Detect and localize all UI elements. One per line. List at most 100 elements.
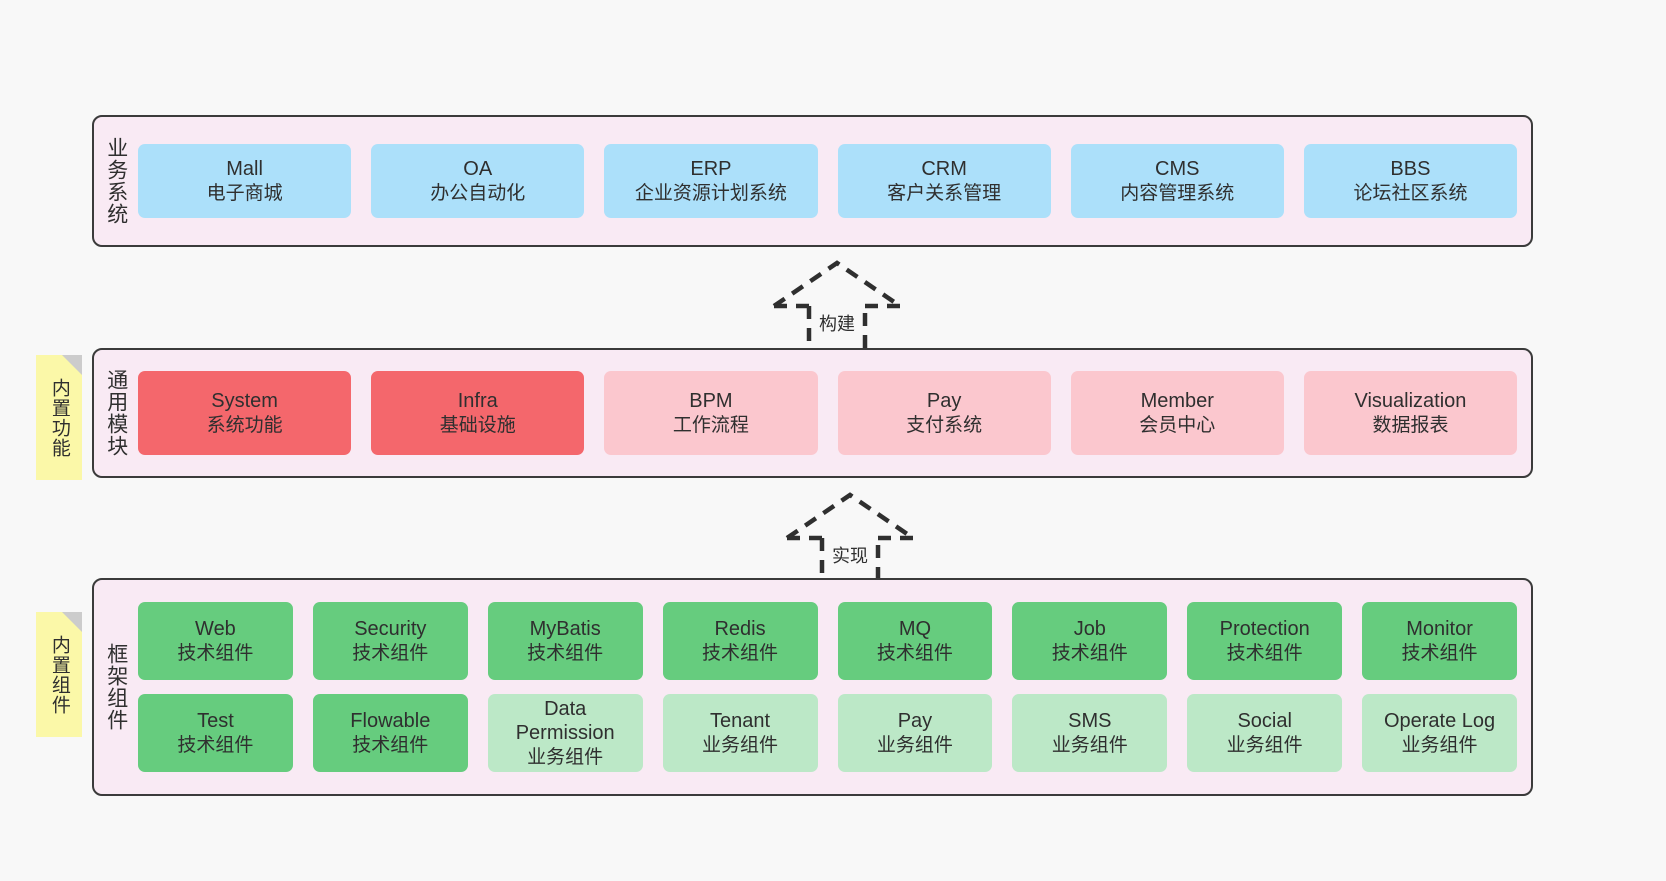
card-redis[interactable]: Redis 技术组件 [662, 602, 818, 680]
card-protection-desc: 技术组件 [1226, 642, 1303, 664]
card-mall[interactable]: Mall 电子商城 [138, 144, 352, 218]
card-visualization-desc: 数据报表 [1372, 414, 1449, 436]
card-job-desc: 技术组件 [1051, 642, 1128, 664]
card-mybatis[interactable]: MyBatis 技术组件 [487, 602, 643, 680]
card-redis-desc: 技术组件 [702, 642, 779, 664]
card-infra-desc: 基础设施 [439, 414, 516, 436]
module-card-row: System 系统功能 Infra 基础设施 BPM 工作流程 Pay 支付系统… [138, 371, 1518, 455]
connector-build: 构建 [762, 258, 912, 358]
card-cms[interactable]: CMS 内容管理系统 [1070, 144, 1284, 218]
card-member-desc: 会员中心 [1139, 414, 1216, 436]
framework-card-row-2: Test 技术组件 Flowable 技术组件 Data Permission … [138, 694, 1517, 772]
card-oa-desc: 办公自动化 [430, 182, 526, 204]
card-sms-name: SMS [1068, 710, 1112, 733]
card-web-desc: 技术组件 [177, 642, 254, 664]
card-member[interactable]: Member 会员中心 [1070, 371, 1284, 455]
card-system-desc: 系统功能 [206, 414, 283, 436]
card-mall-name: Mall [226, 158, 263, 181]
card-social-desc: 业务组件 [1226, 734, 1303, 756]
card-bpm-name: BPM [689, 390, 733, 413]
card-data-permission-desc: 业务组件 [527, 746, 604, 768]
card-tenant-desc: 业务组件 [702, 734, 779, 756]
card-sms-desc: 业务组件 [1051, 734, 1128, 756]
card-monitor-desc: 技术组件 [1401, 642, 1478, 664]
card-security-name: Security [354, 618, 427, 641]
card-crm[interactable]: CRM 客户关系管理 [837, 144, 1051, 218]
card-tenant-name: Tenant [710, 710, 771, 733]
card-visualization[interactable]: Visualization 数据报表 [1303, 371, 1518, 455]
card-monitor-name: Monitor [1406, 618, 1473, 641]
card-pay-component[interactable]: Pay 业务组件 [837, 694, 993, 772]
card-system-name: System [211, 390, 278, 413]
card-bbs-name: BBS [1390, 158, 1431, 181]
card-test[interactable]: Test 技术组件 [138, 694, 293, 772]
connector-build-label: 构建 [819, 314, 855, 334]
card-bpm[interactable]: BPM 工作流程 [604, 371, 818, 455]
card-operate-log-desc: 业务组件 [1401, 734, 1478, 756]
card-security-desc: 技术组件 [352, 642, 429, 664]
card-operate-log-name: Operate Log [1383, 710, 1496, 733]
sticky-note-builtin-component-label: 内置组件 [48, 634, 70, 715]
card-flowable[interactable]: Flowable 技术组件 [312, 694, 468, 772]
card-oa-name: OA [463, 158, 493, 181]
sticky-note-builtin-function-label: 内置功能 [48, 377, 70, 458]
card-job[interactable]: Job 技术组件 [1012, 602, 1168, 680]
card-pay-module[interactable]: Pay 支付系统 [837, 371, 1051, 455]
card-mq-desc: 技术组件 [876, 642, 953, 664]
card-pay-module-name: Pay [926, 390, 962, 413]
layer-common-module-body: System 系统功能 Infra 基础设施 BPM 工作流程 Pay 支付系统… [138, 350, 1531, 476]
card-web[interactable]: Web 技术组件 [138, 602, 293, 680]
connector-implement-label: 实现 [832, 546, 868, 566]
card-pay-component-name: Pay [897, 710, 933, 733]
card-social-name: Social [1237, 710, 1292, 733]
layer-common-module: 通用模块 System 系统功能 Infra 基础设施 BPM 工作流程 Pay [92, 348, 1533, 478]
connector-implement-glyph [785, 492, 915, 589]
card-erp-desc: 企业资源计划系统 [634, 182, 787, 204]
card-test-desc: 技术组件 [177, 734, 254, 756]
card-bpm-desc: 工作流程 [672, 414, 749, 436]
connector-implement: 实现 [775, 490, 925, 590]
card-oa[interactable]: OA 办公自动化 [371, 144, 585, 218]
layer-framework-component: 框架组件 Web 技术组件 Security 技术组件 MyBatis 技术组件… [92, 578, 1533, 796]
card-protection-name: Protection [1219, 618, 1310, 641]
card-crm-desc: 客户关系管理 [887, 182, 1002, 204]
card-test-name: Test [197, 710, 234, 733]
card-infra[interactable]: Infra 基础设施 [371, 371, 585, 455]
card-pay-component-desc: 业务组件 [876, 734, 953, 756]
sticky-fold-corner-icon [62, 355, 82, 375]
card-monitor[interactable]: Monitor 技术组件 [1362, 602, 1517, 680]
layer-business-system: 业务系统 Mall 电子商城 OA 办公自动化 ERP 企业资源计划系统 CRM [92, 115, 1533, 247]
card-mq-name: MQ [898, 618, 932, 641]
card-flowable-desc: 技术组件 [352, 734, 429, 756]
sticky-note-builtin-component: 内置组件 [36, 612, 82, 737]
card-system[interactable]: System 系统功能 [138, 371, 352, 455]
sticky-fold-corner-icon [62, 612, 82, 632]
card-protection[interactable]: Protection 技术组件 [1187, 602, 1343, 680]
card-flowable-name: Flowable [350, 710, 431, 733]
card-data-permission[interactable]: Data Permission 业务组件 [487, 694, 643, 772]
card-operate-log[interactable]: Operate Log 业务组件 [1362, 694, 1517, 772]
card-mall-desc: 电子商城 [206, 182, 283, 204]
card-mq[interactable]: MQ 技术组件 [837, 602, 993, 680]
card-cms-desc: 内容管理系统 [1120, 182, 1235, 204]
card-member-name: Member [1140, 390, 1214, 413]
card-erp[interactable]: ERP 企业资源计划系统 [604, 144, 818, 218]
sticky-note-builtin-function: 内置功能 [36, 355, 82, 480]
card-visualization-name: Visualization [1354, 390, 1467, 413]
layer-framework-component-label: 框架组件 [104, 643, 128, 731]
layer-business-system-body: Mall 电子商城 OA 办公自动化 ERP 企业资源计划系统 CRM 客户关系… [138, 117, 1531, 245]
card-tenant[interactable]: Tenant 业务组件 [662, 694, 818, 772]
card-pay-module-desc: 支付系统 [906, 414, 983, 436]
card-sms[interactable]: SMS 业务组件 [1012, 694, 1168, 772]
card-job-name: Job [1073, 618, 1106, 641]
card-social[interactable]: Social 业务组件 [1187, 694, 1343, 772]
card-bbs-desc: 论坛社区系统 [1353, 182, 1468, 204]
card-security[interactable]: Security 技术组件 [312, 602, 468, 680]
card-erp-name: ERP [690, 158, 732, 181]
card-cms-name: CMS [1155, 158, 1200, 181]
layer-business-system-label: 业务系统 [104, 137, 128, 225]
card-bbs[interactable]: BBS 论坛社区系统 [1303, 144, 1518, 218]
card-crm-name: CRM [921, 158, 967, 181]
business-card-row: Mall 电子商城 OA 办公自动化 ERP 企业资源计划系统 CRM 客户关系… [138, 144, 1518, 218]
